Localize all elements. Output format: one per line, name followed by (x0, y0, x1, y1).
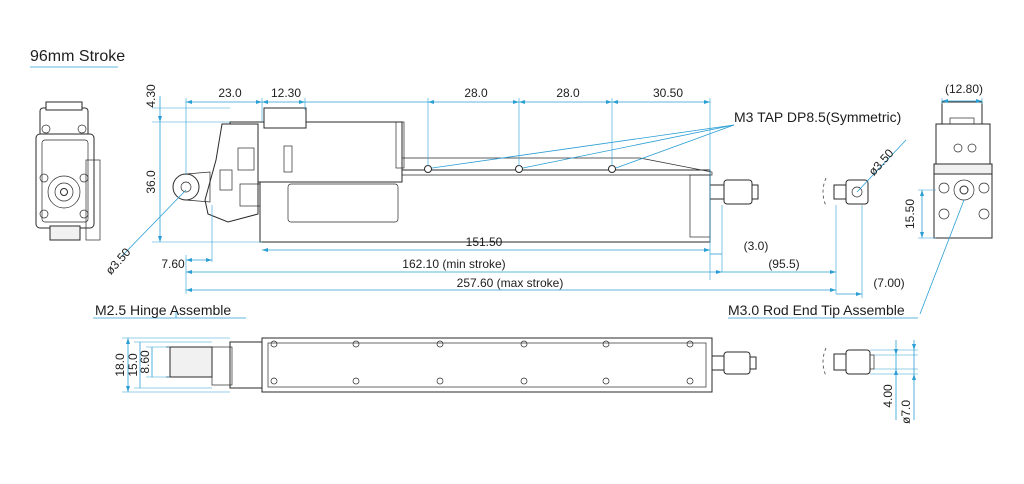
dim-257-60: 257.60 (max stroke) (457, 276, 564, 290)
dim-phi-7-0: ø7.0 (899, 400, 913, 424)
dim-15-0: 15.0 (126, 353, 140, 377)
dim-phi-3-50-right: ø3.50 (866, 146, 897, 178)
dim-18-0: 18.0 (113, 353, 127, 377)
dim-28-0-a: 28.0 (464, 86, 488, 100)
dim-30-50: 30.50 (653, 86, 683, 100)
dim-4-00: 4.00 (881, 384, 895, 408)
dim-23-0: 23.0 (218, 86, 242, 100)
dim-4-30: 4.30 (144, 84, 158, 108)
dim-12-30: 12.30 (271, 86, 301, 100)
rod-tip-side-view (822, 177, 869, 207)
dim-8-60: 8.60 (138, 350, 152, 374)
dim-28-0-b: 28.0 (556, 86, 580, 100)
main-side-view (172, 107, 759, 243)
dim-3-0: (3.0) (744, 239, 769, 253)
right-end-view (933, 101, 993, 239)
dim-36-0: 36.0 (144, 170, 158, 194)
dim-162-10: 162.10 (min stroke) (402, 257, 505, 271)
arrowheads (126, 99, 982, 392)
drawing-title: 96mm Stroke (30, 48, 125, 65)
rod-tip-plan-view (822, 347, 875, 377)
dim-7-60: 7.60 (161, 257, 185, 271)
left-end-view (35, 101, 101, 241)
dim-7-00: (7.00) (873, 276, 904, 290)
callout-hinge-assemble: M2.5 Hinge Assemble (95, 302, 231, 318)
dim-phi-3-50-left: ø3.50 (103, 245, 134, 277)
callout-rod-end-assemble: M3.0 Rod End Tip Assemble (728, 302, 905, 318)
dim-151-50: 151.50 (466, 235, 503, 249)
bottom-plan-view (166, 337, 757, 393)
callout-m3-tap: M3 TAP DP8.5(Symmetric) (734, 109, 901, 125)
dim-12-80: (12.80) (945, 82, 983, 96)
dim-95-5: (95.5) (768, 257, 799, 271)
dim-15-50: 15.50 (903, 199, 917, 229)
